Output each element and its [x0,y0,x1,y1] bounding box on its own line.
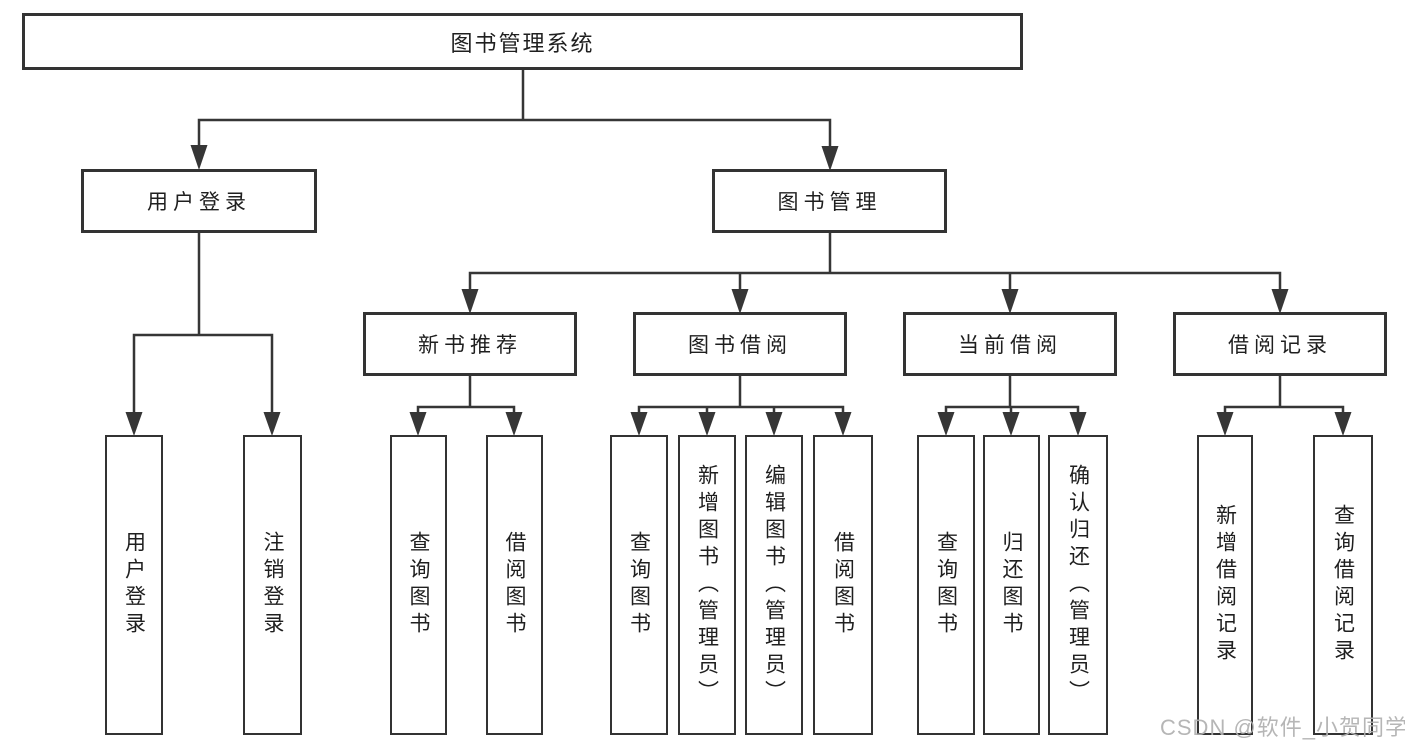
leaf-borrowing-borrow-books: 借阅图书 [813,435,873,735]
arrow-head [698,412,716,436]
arrow-head [1334,412,1352,436]
leaf-add-borrow-record: 新增借阅记录 [1197,435,1253,735]
leaf-return-books: 归还图书 [983,435,1040,735]
leaf-label: 用户登录 [122,531,146,639]
node-root-library-system: 图书管理系统 [22,13,1023,70]
connector-new-book-recommend-to-leaves [416,374,516,415]
arrow-head [1271,289,1289,314]
arrow-head [630,412,648,436]
arrow-head [1002,412,1020,436]
arrow-head [461,289,479,314]
leaf-label: 查询图书 [627,531,651,639]
node-book-management: 图书管理 [712,169,947,233]
leaf-label: 借阅图书 [503,531,526,639]
leaf-recommend-query-books: 查询图书 [390,435,447,735]
leaf-current-query-books: 查询图书 [917,435,975,735]
arrow-head [505,412,523,436]
leaf-recommend-borrow-books: 借阅图书 [486,435,543,735]
arrow-head [937,412,955,436]
leaf-label: 确认归还（管理员） [1066,463,1090,707]
arrow-head [125,412,143,436]
leaf-confirm-return-admin: 确认归还（管理员） [1048,435,1108,735]
arrow-head [1216,412,1234,436]
arrow-head [1069,412,1087,436]
leaf-label: 新增借阅记录 [1213,504,1237,666]
leaf-logout: 注销登录 [243,435,302,735]
arrow-head [821,146,839,171]
leaf-label: 查询图书 [407,531,430,639]
leaf-label: 查询图书 [934,531,958,639]
csdn-watermark: CSDN @软件_小贺同学 [1160,715,1405,740]
leaf-user-login: 用户登录 [105,435,163,735]
leaf-edit-book-admin: 编辑图书（管理员） [745,435,803,735]
node-book-borrowing: 图书借阅 [633,312,847,376]
leaf-borrowing-query-books: 查询图书 [610,435,668,735]
arrow-head [409,412,427,436]
node-current-borrowing: 当前借阅 [903,312,1117,376]
leaf-label: 查询借阅记录 [1331,504,1355,666]
connector-current-borrowing-to-leaves [944,374,1080,415]
arrow-head [765,412,783,436]
arrow-head [190,145,208,170]
node-new-book-recommend: 新书推荐 [363,312,577,376]
connector-book-borrowing-to-leaves [637,374,845,415]
leaf-query-borrow-record: 查询借阅记录 [1313,435,1373,735]
leaf-label: 注销登录 [261,531,284,639]
node-user-login: 用户登录 [81,169,317,233]
arrow-head [731,289,749,314]
connector-root-to-level2 [197,68,832,149]
connector-borrowing-records-to-leaves [1223,374,1345,415]
leaf-label: 借阅图书 [831,531,855,639]
connector-user-login-to-leaves [132,231,274,414]
connector-book-management-to-modules [468,231,1282,292]
leaf-label: 新增图书（管理员） [695,463,719,707]
arrow-head [834,412,852,436]
arrow-head [263,412,281,436]
leaf-label: 归还图书 [1000,531,1023,639]
leaf-label: 编辑图书（管理员） [762,463,786,707]
arrow-head [1001,289,1019,314]
leaf-add-book-admin: 新增图书（管理员） [678,435,736,735]
node-borrowing-records: 借阅记录 [1173,312,1387,376]
